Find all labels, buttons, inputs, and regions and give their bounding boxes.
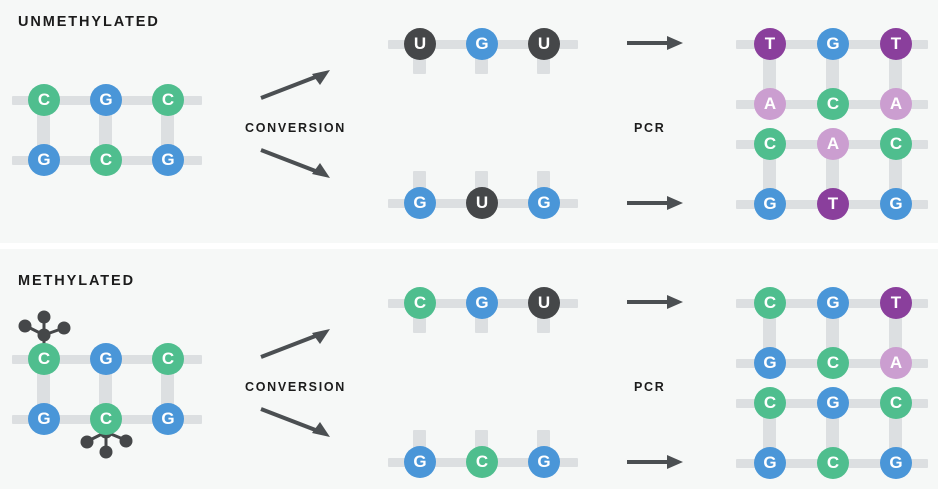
- base-bottom-0: G: [754, 188, 786, 220]
- base-bottom-1: C: [817, 88, 849, 120]
- base-top-1: G: [466, 28, 498, 60]
- arrow-right-icon: [625, 453, 685, 471]
- base-top-1: G: [817, 28, 849, 60]
- base-bottom-2: A: [880, 347, 912, 379]
- base-top-1: G: [466, 287, 498, 319]
- arrow-up-right-icon: [258, 327, 334, 361]
- base-top-2: T: [880, 28, 912, 60]
- base-top-1: G: [90, 84, 122, 116]
- methyl-group-icon: [14, 305, 78, 357]
- panel-unmethylated: UNMETHYLATED C G C G C G CONVERSION: [0, 0, 938, 243]
- base-top-0: C: [404, 287, 436, 319]
- base-top-2: C: [152, 84, 184, 116]
- arrow-right-icon: [625, 293, 685, 311]
- base-bottom-2: A: [880, 88, 912, 120]
- base-bottom-1: U: [466, 187, 498, 219]
- base-top-0: U: [404, 28, 436, 60]
- base-bottom-0: A: [754, 88, 786, 120]
- base-top-0: T: [754, 28, 786, 60]
- base-top-1: A: [817, 128, 849, 160]
- conversion-label-unmethylated: CONVERSION: [245, 121, 347, 135]
- base-top-2: C: [880, 387, 912, 419]
- base-bottom-0: G: [404, 446, 436, 478]
- pcr-label-methylated: PCR: [634, 380, 666, 394]
- base-top-2: U: [528, 28, 560, 60]
- arrow-up-right-icon: [258, 68, 334, 102]
- base-top-1: G: [817, 387, 849, 419]
- base-bottom-1: T: [817, 188, 849, 220]
- conversion-label-methylated: CONVERSION: [245, 380, 347, 394]
- base-bottom-2: G: [152, 144, 184, 176]
- base-bottom-2: G: [880, 447, 912, 479]
- base-top-2: T: [880, 287, 912, 319]
- base-bottom-0: G: [28, 403, 60, 435]
- base-bottom-1: C: [817, 347, 849, 379]
- arrow-down-right-icon: [258, 405, 334, 439]
- base-top-0: C: [28, 84, 60, 116]
- base-bottom-2: G: [528, 187, 560, 219]
- base-top-2: C: [152, 343, 184, 375]
- base-bottom-1: C: [90, 403, 122, 435]
- base-top-0: C: [28, 343, 60, 375]
- base-bottom-2: G: [528, 446, 560, 478]
- base-bottom-0: G: [754, 447, 786, 479]
- panel-title-methylated: METHYLATED: [18, 273, 136, 289]
- base-bottom-1: C: [90, 144, 122, 176]
- base-bottom-2: G: [880, 188, 912, 220]
- panel-methylated: METHYLATED: [0, 249, 938, 489]
- pcr-label-unmethylated: PCR: [634, 121, 666, 135]
- base-top-0: C: [754, 287, 786, 319]
- arrow-right-icon: [625, 194, 685, 212]
- base-bottom-0: G: [754, 347, 786, 379]
- base-top-1: G: [90, 343, 122, 375]
- base-top-1: G: [817, 287, 849, 319]
- base-bottom-1: C: [817, 447, 849, 479]
- base-bottom-0: G: [404, 187, 436, 219]
- panel-title-unmethylated: UNMETHYLATED: [18, 14, 160, 30]
- arrow-right-icon: [625, 34, 685, 52]
- base-top-0: C: [754, 387, 786, 419]
- base-bottom-0: G: [28, 144, 60, 176]
- base-top-2: C: [880, 128, 912, 160]
- base-bottom-1: C: [466, 446, 498, 478]
- arrow-down-right-icon: [258, 146, 334, 180]
- base-top-0: C: [754, 128, 786, 160]
- base-top-2: U: [528, 287, 560, 319]
- base-bottom-2: G: [152, 403, 184, 435]
